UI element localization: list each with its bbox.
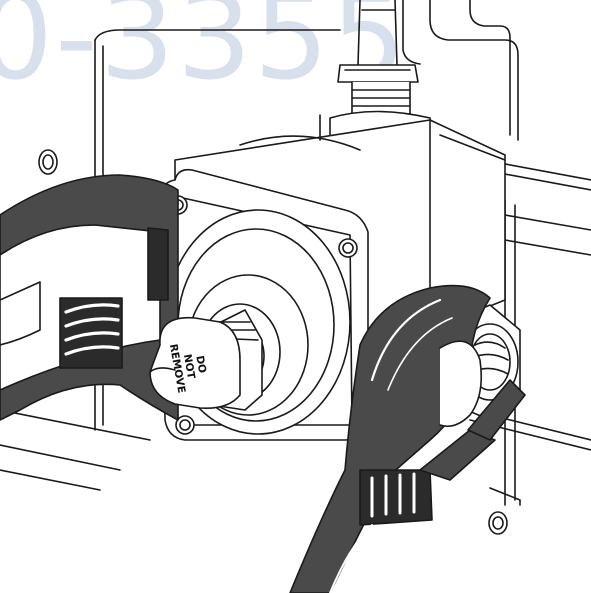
cap-plug [149, 309, 263, 411]
right-wrench [289, 284, 526, 593]
plate-holes [38, 149, 508, 535]
cap-label-line2: NOT [181, 353, 197, 380]
left-wrench [0, 174, 179, 421]
cap-label-line1: DO [193, 355, 208, 375]
gas-tube [357, 0, 398, 66]
